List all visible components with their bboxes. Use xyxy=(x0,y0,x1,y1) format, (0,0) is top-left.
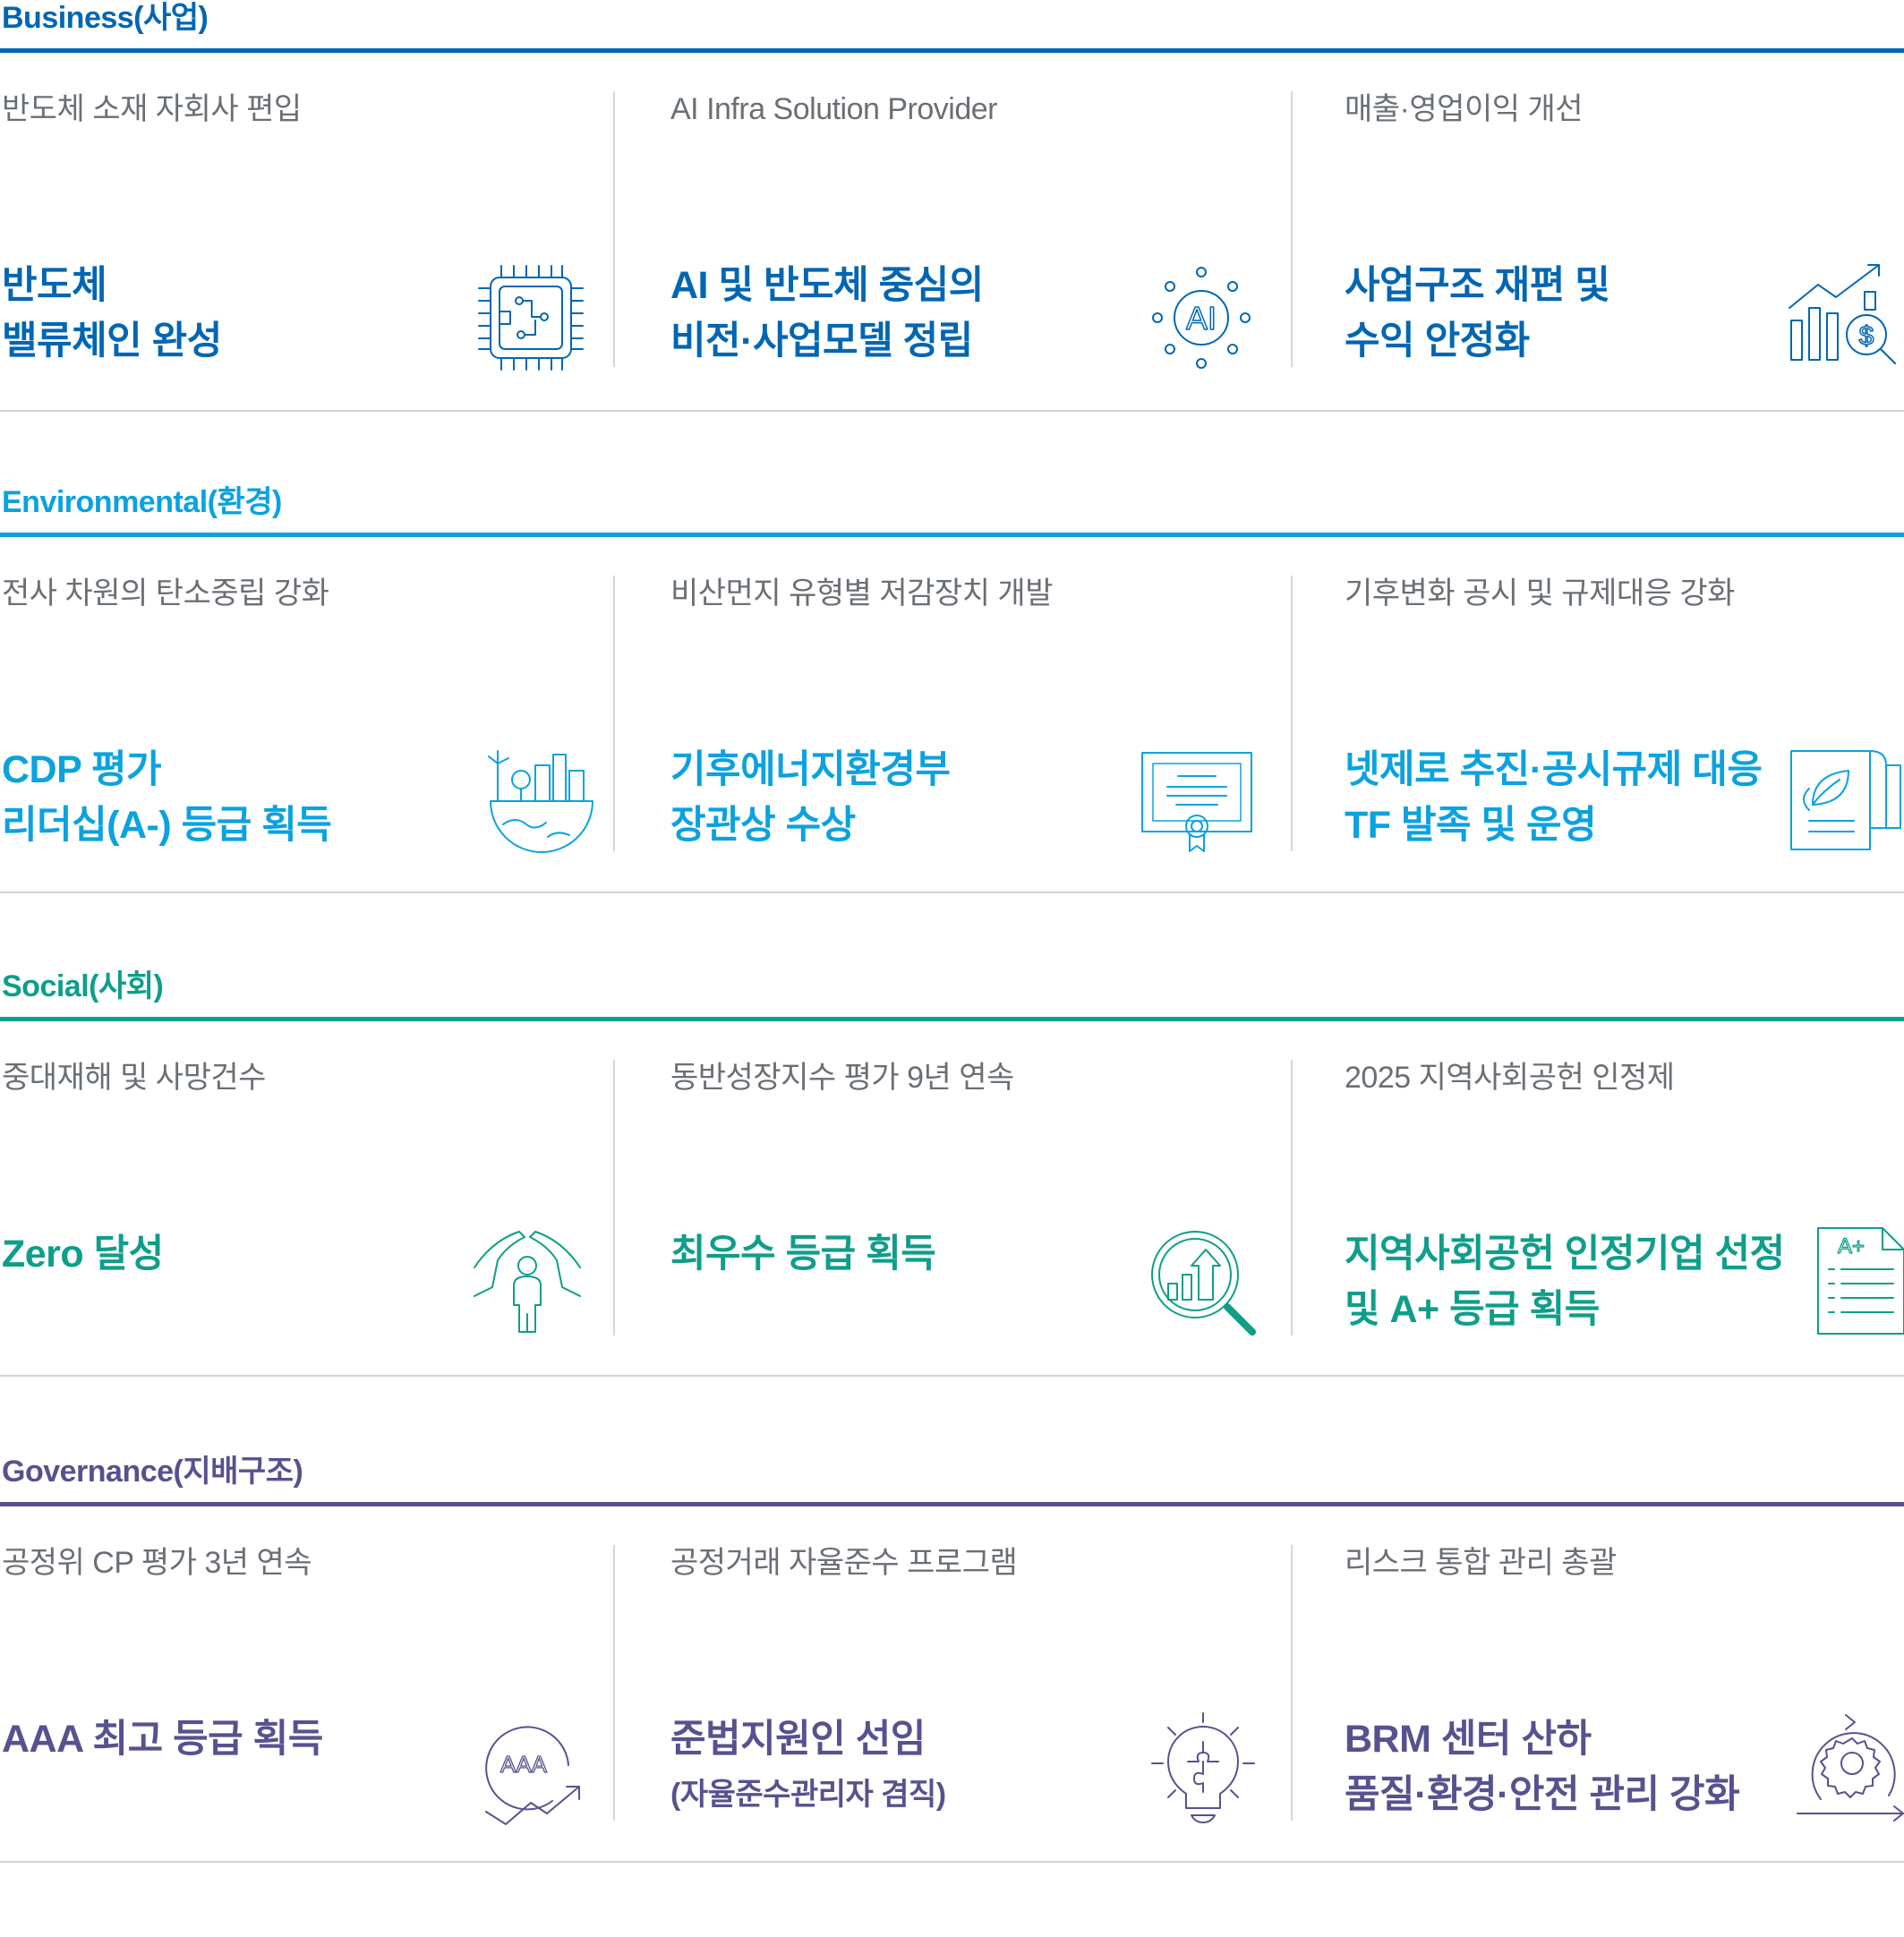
item-heading-line1: 사업구조 재편 및 xyxy=(1345,264,1610,307)
item-heading: CDP 평가 리더십(A-) 등급 획득 xyxy=(2,742,332,853)
item-subtitle: AI Infra Solution Provider xyxy=(670,92,997,126)
item-heading-line2: 수익 안정화 xyxy=(1345,320,1530,363)
governance-item-3: 리스크 통합 관리 총괄 BRM 센터 산하 품질·환경·안전 관리 강화 xyxy=(1345,1545,1904,1822)
social-section: Social(사회) 중대재해 및 사망건수 Zero 달성 동반성장지수 평가… xyxy=(0,968,1904,1452)
leaf-document-icon xyxy=(1789,744,1902,857)
environmental-item-1: 전사 차원의 탄소중립 강화 CDP 평가 리더십(A-) 등급 획득 xyxy=(2,576,593,853)
section-bottom-rule xyxy=(0,892,1904,893)
section-title: Business(사업) xyxy=(2,1,209,35)
item-heading-line2: 및 A+ 등급 획득 xyxy=(1345,1288,1600,1331)
svg-text:$: $ xyxy=(1859,321,1874,351)
svg-text:A+: A+ xyxy=(1838,1234,1865,1259)
magnifier-chart-icon xyxy=(1147,1226,1259,1339)
item-heading-line2: TF 발족 및 운영 xyxy=(1345,804,1597,847)
item-subtitle: 동반성장지수 평가 9년 연속 xyxy=(670,1061,1014,1095)
item-subtitle: 반도체 소재 자회사 편입 xyxy=(2,92,302,126)
item-heading: 기후에너지환경부 장관상 수상 xyxy=(670,742,951,853)
growth-chart-icon: $ xyxy=(1786,261,1899,374)
item-subtitle: 중대재해 및 사망건수 xyxy=(2,1061,266,1095)
gear-cycle-icon xyxy=(1796,1713,1904,1826)
section-title: Social(사회) xyxy=(2,969,164,1003)
puzzle-bulb-icon xyxy=(1147,1711,1259,1824)
item-heading: Zero 달성 xyxy=(2,1226,164,1282)
item-heading: 준법지원인 선임 (자율준수관리자 겸직) xyxy=(670,1711,946,1822)
protected-person-icon xyxy=(471,1224,584,1337)
item-subtitle: 리스크 통합 관리 총괄 xyxy=(1345,1546,1617,1580)
item-heading: 지역사회공헌 인정기업 선정 및 A+ 등급 획득 xyxy=(1345,1226,1785,1337)
item-heading: AI 및 반도체 중심의 비전·사업모델 정립 xyxy=(670,258,984,369)
column-divider xyxy=(1291,1545,1293,1821)
section-title: Governance(지배구조) xyxy=(2,1455,303,1489)
item-heading-line1: 넷제로 추진·공시규제 대응 xyxy=(1345,748,1763,791)
svg-text:AI: AI xyxy=(1186,300,1217,337)
column-divider xyxy=(613,1060,615,1335)
column-divider xyxy=(613,576,615,851)
environmental-item-2: 비산먼지 유형별 저감장치 개발 기후에너지환경부 장관상 수상 xyxy=(670,576,1261,853)
item-heading-line2: 품질·환경·안전 관리 강화 xyxy=(1345,1773,1740,1816)
section-rule xyxy=(0,48,1904,53)
chip-icon xyxy=(474,261,587,374)
item-heading-line2: (자율준수관리자 겸직) xyxy=(670,1778,946,1812)
item-subtitle: 비산먼지 유형별 저감장치 개발 xyxy=(670,576,1053,610)
social-item-1: 중대재해 및 사망건수 Zero 달성 xyxy=(2,1060,593,1337)
item-heading-line1: AI 및 반도체 중심의 xyxy=(670,264,984,307)
section-rule xyxy=(0,1017,1904,1021)
section-bottom-rule xyxy=(0,1375,1904,1377)
environmental-section: Environmental(환경) 전사 차원의 탄소중립 강화 CDP 평가 … xyxy=(0,484,1904,968)
social-item-3: 2025 지역사회공헌 인정제 지역사회공헌 인정기업 선정 및 A+ 등급 획… xyxy=(1345,1060,1904,1337)
item-heading-line2: 리더십(A-) 등급 획득 xyxy=(2,804,332,847)
item-heading-line1: 반도체 xyxy=(2,264,107,307)
section-bottom-rule xyxy=(0,410,1904,412)
item-heading-line1: AAA 최고 등급 획득 xyxy=(2,1718,323,1761)
social-item-2: 동반성장지수 평가 9년 연속 최우수 등급 획득 xyxy=(670,1060,1261,1337)
item-subtitle: 공정위 CP 평가 3년 연속 xyxy=(2,1546,312,1580)
column-divider xyxy=(613,91,615,367)
item-heading-line1: CDP 평가 xyxy=(2,748,162,791)
item-heading: 넷제로 추진·공시규제 대응 TF 발족 및 운영 xyxy=(1345,742,1763,853)
business-section: Business(사업) 반도체 소재 자회사 편입 반도체 밸류체인 완성 A… xyxy=(0,0,1904,483)
aaa-rating-icon: AAA xyxy=(474,1715,586,1828)
column-divider xyxy=(1291,576,1293,851)
column-divider xyxy=(1291,1060,1293,1335)
governance-item-1: 공정위 CP 평가 3년 연속 AAA 최고 등급 획득 AAA xyxy=(2,1545,593,1825)
item-subtitle: 전사 차원의 탄소중립 강화 xyxy=(2,576,329,610)
governance-item-2: 공정거래 자율준수 프로그램 준법지원인 선임 (자율준수관리자 겸직) xyxy=(670,1545,1261,1824)
column-divider xyxy=(613,1545,615,1821)
item-heading-line2: 장관상 수상 xyxy=(670,804,856,847)
item-subtitle: 매출·영업이익 개선 xyxy=(1345,92,1584,126)
section-bottom-rule xyxy=(0,1861,1904,1863)
item-subtitle: 2025 지역사회공헌 인정제 xyxy=(1345,1061,1675,1095)
item-heading-line1: 지역사회공헌 인정기업 선정 xyxy=(1345,1233,1785,1276)
section-title: Environmental(환경) xyxy=(2,485,282,519)
business-item-1: 반도체 소재 자회사 편입 반도체 밸류체인 완성 xyxy=(2,91,593,371)
svg-text:AAA: AAA xyxy=(500,1751,548,1778)
item-subtitle: 공정거래 자율준수 프로그램 xyxy=(670,1546,1018,1580)
item-heading: 최우수 등급 획득 xyxy=(670,1226,936,1282)
item-heading-line1: 최우수 등급 획득 xyxy=(670,1233,936,1276)
item-subtitle: 기후변화 공시 및 규제대응 강화 xyxy=(1345,576,1735,610)
eco-city-icon xyxy=(485,744,598,857)
item-heading-line2: 비전·사업모델 정립 xyxy=(670,320,973,363)
item-heading-line1: Zero 달성 xyxy=(2,1233,164,1276)
business-item-2: AI Infra Solution Provider AI 및 반도체 중심의 … xyxy=(670,91,1261,369)
environmental-item-3: 기후변화 공시 및 규제대응 강화 넷제로 추진·공시규제 대응 TF 발족 및… xyxy=(1345,576,1904,853)
item-heading-line2: 밸류체인 완성 xyxy=(2,320,222,363)
column-divider xyxy=(1291,91,1293,367)
certificate-icon xyxy=(1140,744,1253,857)
item-heading: 반도체 밸류체인 완성 xyxy=(2,258,222,369)
grade-document-icon: A+ xyxy=(1816,1226,1904,1339)
item-heading: AAA 최고 등급 획득 xyxy=(2,1711,323,1767)
section-rule xyxy=(0,533,1904,537)
section-rule xyxy=(0,1502,1904,1506)
item-heading-line1: 기후에너지환경부 xyxy=(670,748,951,791)
business-item-3: 매출·영업이익 개선 사업구조 재편 및 수익 안정화 $ xyxy=(1345,91,1904,369)
item-heading-line1: BRM 센터 산하 xyxy=(1345,1718,1592,1761)
item-heading-line1: 준법지원인 선임 xyxy=(670,1718,926,1761)
item-heading: 사업구조 재편 및 수익 안정화 xyxy=(1345,258,1610,369)
governance-section: Governance(지배구조) 공정위 CP 평가 3년 연속 AAA 최고 … xyxy=(0,1454,1904,1937)
item-heading: BRM 센터 산하 품질·환경·안전 관리 강화 xyxy=(1345,1711,1740,1822)
ai-network-icon: AI xyxy=(1145,261,1258,374)
